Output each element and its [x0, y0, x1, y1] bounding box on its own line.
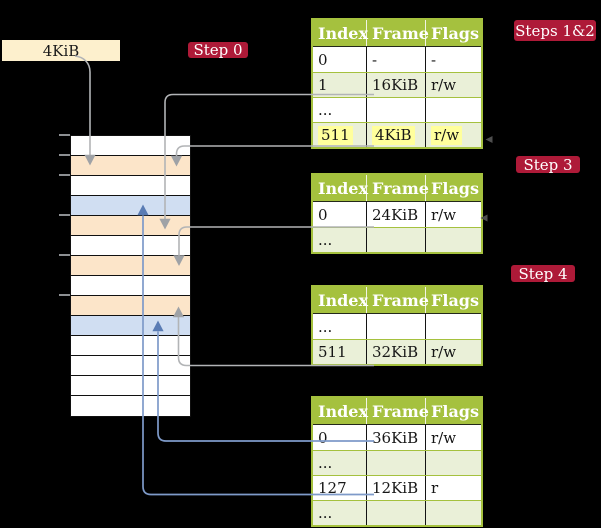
column-header-flags: Flags: [431, 178, 479, 198]
memory-frame-row: [71, 376, 190, 396]
highlighted-value: 4KiB: [372, 125, 415, 145]
memory-tick: [59, 254, 70, 256]
cell-index: ...: [313, 228, 367, 252]
cell-frame: [367, 451, 426, 475]
column-header-index: Index: [313, 287, 368, 313]
cell-frame: 32KiB: [367, 340, 426, 364]
memory-frame-row: [71, 216, 190, 236]
cell-index: 127: [313, 476, 367, 500]
cell-flags: r/w: [431, 76, 457, 94]
cell-flags: -: [431, 50, 437, 69]
column-header-flags: Flags: [431, 290, 479, 310]
steps-1-2-badge: Steps 1&2: [514, 20, 596, 41]
table-row: ...: [313, 314, 481, 339]
table-row: ...: [313, 450, 481, 475]
column-header-index: Index: [313, 20, 368, 46]
cell-frame: [367, 228, 426, 252]
cell-index: 511: [313, 340, 367, 364]
memory-frame-row: [71, 256, 190, 276]
table-row: ...: [313, 227, 481, 252]
cell-flags: [426, 98, 481, 122]
column-header-index: Index: [313, 175, 368, 201]
cell-flags: [426, 314, 481, 339]
cell-frame: [367, 314, 426, 339]
step-0-badge: Step 0: [188, 41, 248, 59]
step-4-badge: Step 4: [511, 265, 575, 283]
memory-frame-row: [71, 136, 190, 156]
highlighted-value: 511: [318, 125, 353, 145]
memory-tick: [59, 134, 70, 136]
column-header-flags: Flags: [431, 23, 479, 43]
memory-tick: [59, 294, 70, 296]
memory-frame-row: [71, 296, 190, 316]
memory-frame-row: [71, 176, 190, 196]
cell-flags: [426, 501, 481, 525]
memory-tick: [59, 214, 70, 216]
memory-frame-row: [71, 316, 190, 336]
cell-frame: 4KiB: [367, 123, 426, 147]
physical-memory-stack: [70, 135, 191, 417]
memory-frame-row: [71, 156, 190, 176]
memory-frame-row: [71, 196, 190, 216]
cell-index: 511: [313, 123, 367, 147]
highlighted-value: r/w: [431, 125, 463, 145]
cell-index: 0: [313, 202, 367, 227]
column-header-frame: Frame: [367, 20, 429, 46]
cell-flags: r/w: [426, 123, 481, 147]
memory-tick: [59, 174, 70, 176]
memory-frame-row: [71, 236, 190, 256]
memory-frame-row: [71, 336, 190, 356]
column-header-index: Index: [313, 398, 368, 424]
frame-address-text: 4KiB: [42, 41, 80, 60]
cell-frame: 36KiB: [367, 425, 426, 450]
cell-index: 0: [313, 425, 367, 450]
cell-index: ...: [313, 314, 367, 339]
column-header-frame: Frame: [367, 287, 429, 313]
column-header-frame: Frame: [367, 398, 429, 424]
frame-address-label: 4KiB: [2, 40, 120, 61]
table-row: 511 4KiB r/w: [313, 122, 481, 147]
cell-frame: 12KiB: [367, 476, 426, 500]
cell-flags: r/w: [431, 428, 457, 447]
memory-frame-row: [71, 396, 190, 416]
memory-tick: [59, 154, 70, 156]
cell-flags: [426, 451, 481, 475]
step-3-badge: Step 3: [516, 156, 580, 174]
column-header-frame: Frame: [367, 175, 429, 201]
table-row: ...: [313, 500, 481, 525]
cell-index: ...: [313, 98, 367, 122]
row-pointer-icon: [485, 136, 493, 143]
table-row: 0--: [313, 47, 481, 72]
cell-index: 0: [313, 47, 367, 72]
cell-index: ...: [313, 501, 367, 525]
memory-frame-row: [71, 356, 190, 376]
cell-frame: [367, 501, 426, 525]
cell-flags: r: [431, 479, 439, 497]
cell-index: ...: [313, 451, 367, 475]
cell-frame: 16KiB: [367, 73, 426, 97]
cell-index: 1: [313, 73, 367, 97]
column-header-flags: Flags: [431, 401, 479, 421]
cell-frame: 24KiB: [367, 202, 426, 227]
memory-frame-row: [71, 276, 190, 296]
cell-flags: r/w: [431, 343, 457, 361]
cell-frame: [367, 98, 426, 122]
table-row: ...: [313, 97, 481, 122]
cell-flags: r/w: [431, 205, 457, 224]
cell-flags: [426, 228, 481, 252]
cell-frame: -: [367, 47, 426, 72]
